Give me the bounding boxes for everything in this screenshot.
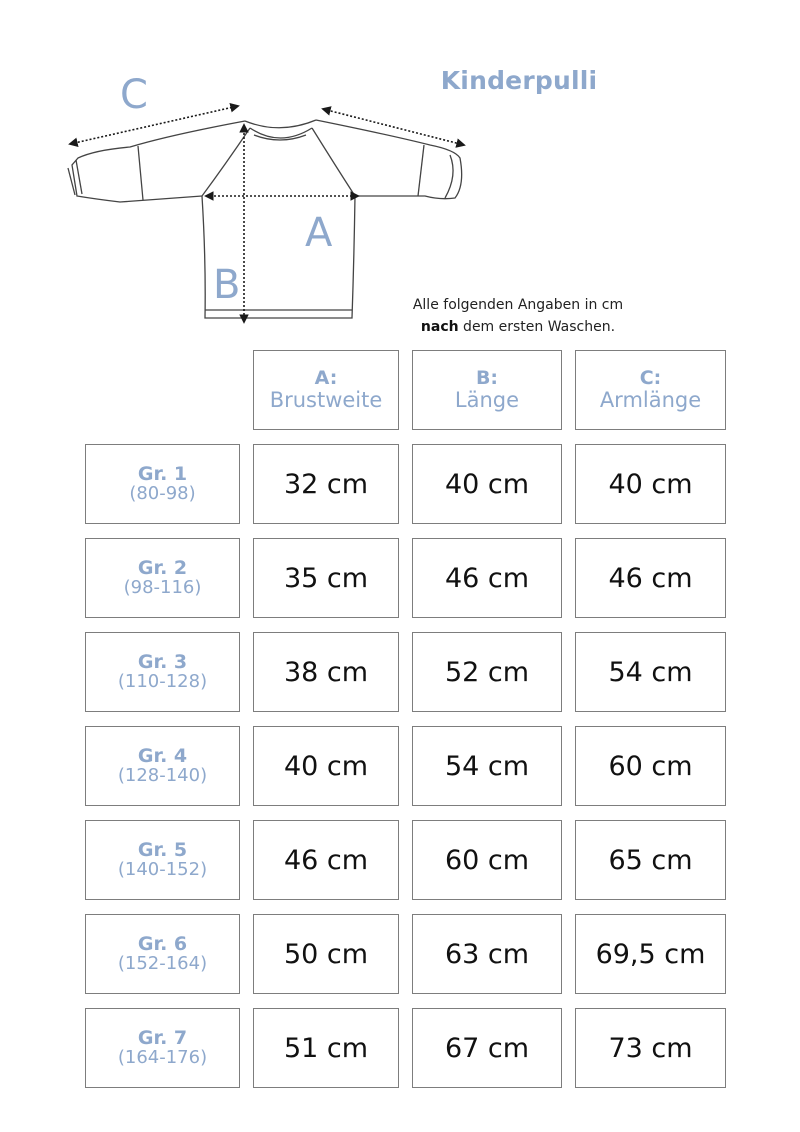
measurement-cell: 65 cm bbox=[575, 820, 726, 900]
label-a: A bbox=[305, 210, 333, 256]
sweater-diagram-icon bbox=[67, 103, 466, 324]
measurement-cell: 38 cm bbox=[253, 632, 399, 712]
measurement-cell: 40 cm bbox=[253, 726, 399, 806]
page-title: Kinderpulli bbox=[440, 66, 598, 95]
measurement-cell: 73 cm bbox=[575, 1008, 726, 1088]
measurement-cell: 54 cm bbox=[575, 632, 726, 712]
size-name: Gr. 1 bbox=[137, 463, 188, 485]
measurement-value: 54 cm bbox=[444, 750, 530, 782]
size-label: Gr. 7(164-176) bbox=[85, 1008, 240, 1088]
measurement-cell: 60 cm bbox=[575, 726, 726, 806]
size-name: Gr. 5 bbox=[137, 839, 188, 861]
header-label: Armlänge bbox=[599, 388, 702, 412]
size-range: (98-116) bbox=[123, 577, 202, 598]
measurement-value: 60 cm bbox=[444, 844, 530, 876]
measurement-value: 50 cm bbox=[283, 938, 369, 970]
measurement-cell: 63 cm bbox=[412, 914, 562, 994]
size-range: (80-98) bbox=[129, 483, 196, 504]
size-name: Gr. 4 bbox=[137, 745, 188, 767]
measurement-value: 67 cm bbox=[444, 1032, 530, 1064]
size-range: (128-140) bbox=[117, 765, 208, 786]
measurement-value: 40 cm bbox=[283, 750, 369, 782]
measurement-value: 46 cm bbox=[444, 562, 530, 594]
measurement-value: 40 cm bbox=[444, 468, 530, 500]
size-range: (152-164) bbox=[117, 953, 208, 974]
measurement-cell: 52 cm bbox=[412, 632, 562, 712]
note-line-2: nach dem ersten Waschen. bbox=[380, 316, 656, 338]
measurement-cell: 50 cm bbox=[253, 914, 399, 994]
measurement-value: 52 cm bbox=[444, 656, 530, 688]
measurement-value: 63 cm bbox=[444, 938, 530, 970]
label-b: B bbox=[213, 262, 241, 308]
size-label: Gr. 5(140-152) bbox=[85, 820, 240, 900]
size-label: Gr. 2(98-116) bbox=[85, 538, 240, 618]
note-rest: dem ersten Waschen. bbox=[458, 319, 616, 335]
header-label: Länge bbox=[454, 388, 520, 412]
measurement-value: 54 cm bbox=[608, 656, 693, 688]
measurement-cell: 32 cm bbox=[253, 444, 399, 524]
label-c: C bbox=[120, 72, 148, 118]
header-key: B: bbox=[475, 367, 499, 389]
measurement-value: 46 cm bbox=[608, 562, 693, 594]
measurement-value: 46 cm bbox=[283, 844, 369, 876]
measurement-value: 38 cm bbox=[283, 656, 369, 688]
header-key: C: bbox=[639, 367, 662, 389]
size-name: Gr. 2 bbox=[137, 557, 188, 579]
measurement-value: 69,5 cm bbox=[595, 938, 706, 970]
size-name: Gr. 3 bbox=[137, 651, 188, 673]
measurement-value: 40 cm bbox=[608, 468, 693, 500]
size-label: Gr. 6(152-164) bbox=[85, 914, 240, 994]
measurement-cell: 46 cm bbox=[412, 538, 562, 618]
header-laenge: B: Länge bbox=[412, 350, 562, 430]
measurement-cell: 51 cm bbox=[253, 1008, 399, 1088]
measurement-cell: 46 cm bbox=[575, 538, 726, 618]
header-armlaenge: C: Armlänge bbox=[575, 350, 726, 430]
size-name: Gr. 7 bbox=[137, 1027, 188, 1049]
measurement-cell: 69,5 cm bbox=[575, 914, 726, 994]
measurement-value: 35 cm bbox=[283, 562, 369, 594]
note-bold: nach bbox=[420, 319, 459, 335]
size-label: Gr. 3(110-128) bbox=[85, 632, 240, 712]
note-line-1: Alle folgenden Angaben in cm bbox=[412, 297, 624, 313]
measurement-cell: 54 cm bbox=[412, 726, 562, 806]
measurement-cell: 35 cm bbox=[253, 538, 399, 618]
header-label: Brustweite bbox=[269, 388, 383, 412]
measurement-value: 60 cm bbox=[608, 750, 693, 782]
measurement-value: 65 cm bbox=[608, 844, 693, 876]
measurement-value: 32 cm bbox=[283, 468, 369, 500]
measurement-cell: 46 cm bbox=[253, 820, 399, 900]
measurement-cell: 40 cm bbox=[575, 444, 726, 524]
measurement-note: Alle folgenden Angaben in cm nach dem er… bbox=[380, 294, 656, 338]
measurement-cell: 67 cm bbox=[412, 1008, 562, 1088]
header-key: A: bbox=[314, 367, 338, 389]
measurement-cell: 60 cm bbox=[412, 820, 562, 900]
measurement-value: 73 cm bbox=[608, 1032, 693, 1064]
size-label: Gr. 1(80-98) bbox=[85, 444, 240, 524]
measurement-value: 51 cm bbox=[283, 1032, 369, 1064]
size-range: (164-176) bbox=[117, 1047, 208, 1068]
size-name: Gr. 6 bbox=[137, 933, 188, 955]
header-brustweite: A: Brustweite bbox=[253, 350, 399, 430]
measurement-cell: 40 cm bbox=[412, 444, 562, 524]
size-range: (110-128) bbox=[117, 671, 208, 692]
size-range: (140-152) bbox=[117, 859, 208, 880]
size-label: Gr. 4(128-140) bbox=[85, 726, 240, 806]
